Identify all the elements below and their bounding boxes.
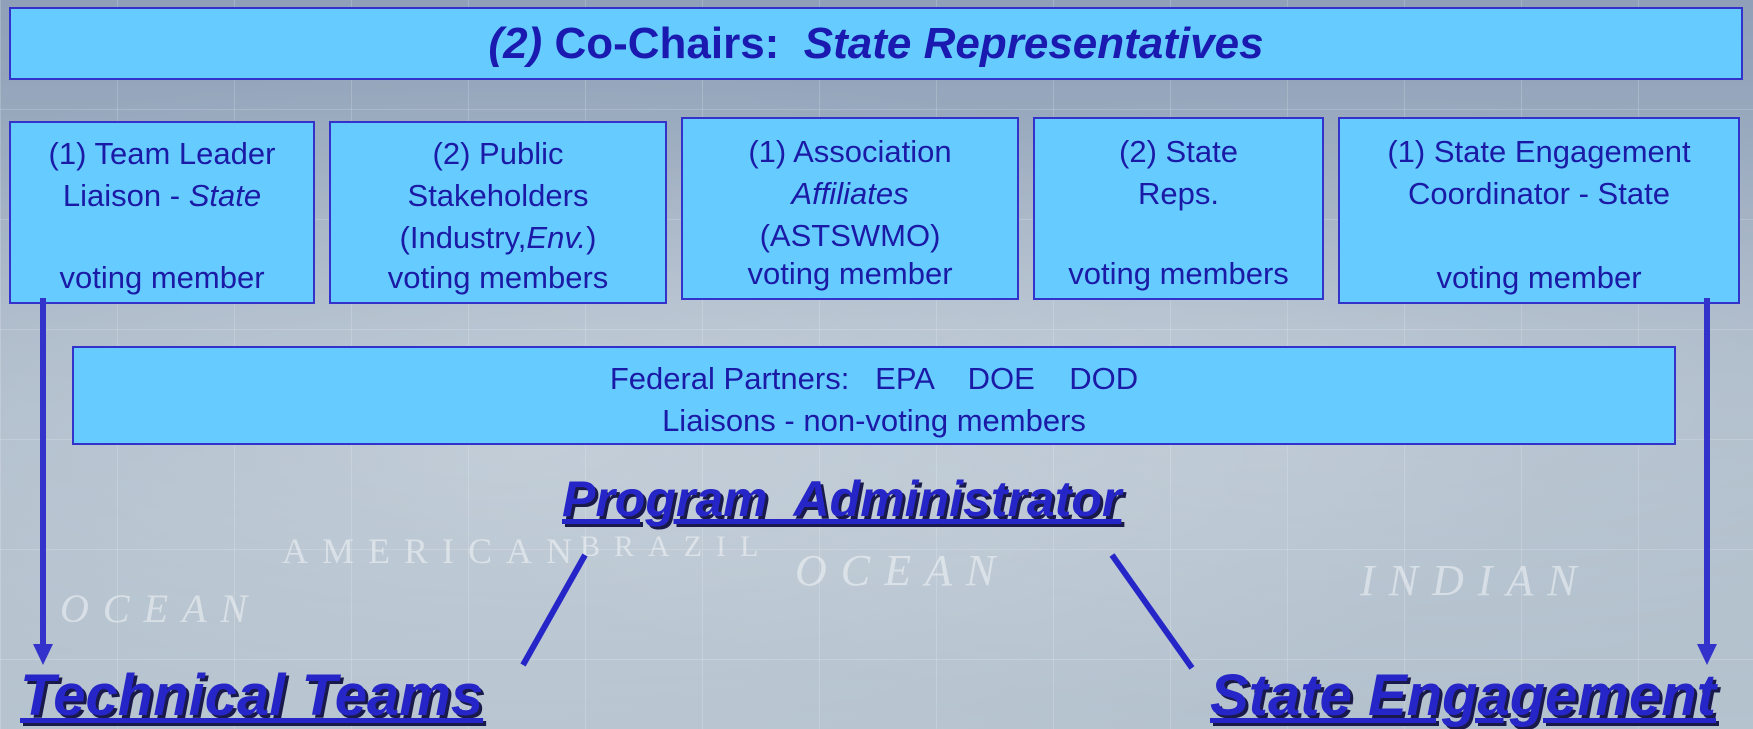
arrowhead-state-engagement bbox=[1697, 644, 1717, 665]
program-administrator-label: Program Administrator bbox=[562, 471, 1122, 527]
map-word-american: AMERICAN bbox=[282, 531, 587, 571]
member-title: (1) Association bbox=[748, 134, 952, 169]
member-title: (2) State bbox=[1119, 134, 1238, 169]
arrowhead-technical-teams bbox=[33, 644, 53, 665]
map-word-indian: INDIAN bbox=[1360, 556, 1591, 605]
member-subtitle-italic: State bbox=[188, 178, 262, 213]
member-status: voting member bbox=[747, 256, 953, 291]
technical-teams-label: Technical Teams bbox=[20, 663, 484, 728]
member-detail-italic: Env. bbox=[526, 220, 587, 255]
co-chairs-label: Co-Chairs: bbox=[554, 18, 780, 68]
map-word-ocean-center: OCEAN bbox=[795, 546, 1010, 595]
line-admin-to-state-engagement bbox=[1109, 553, 1195, 670]
co-chairs-role: State Representatives bbox=[803, 18, 1264, 68]
member-subtitle: Liaison - bbox=[62, 178, 189, 213]
state-engagement-label: State Engagement bbox=[1210, 663, 1716, 728]
member-box-association-affiliates: (1) Association Affiliates (ASTSWMO) vot… bbox=[681, 117, 1019, 300]
member-title: (1) State Engagement bbox=[1387, 134, 1691, 169]
co-chairs-count: (2) bbox=[488, 18, 543, 68]
member-title: (2) Public bbox=[432, 136, 564, 171]
member-box-state-reps: (2) State Reps. voting members bbox=[1033, 117, 1324, 300]
member-subtitle-italic: Affiliates bbox=[791, 176, 909, 211]
federal-partners-box: Federal Partners: EPA DOE DOD Liaisons -… bbox=[72, 346, 1676, 445]
member-title: (1) Team Leader bbox=[48, 136, 276, 171]
federal-liaisons-line: Liaisons - non-voting members bbox=[662, 403, 1086, 438]
member-detail: (Industry, bbox=[399, 220, 527, 255]
member-status: voting member bbox=[1436, 260, 1642, 295]
map-word-ocean-left: OCEAN bbox=[60, 586, 262, 631]
line-admin-to-technical-teams bbox=[520, 553, 588, 667]
member-subtitle: Stakeholders bbox=[407, 178, 589, 213]
member-box-state-engagement-coordinator: (1) State Engagement Coordinator - State… bbox=[1338, 117, 1740, 304]
co-chairs-title: (2) Co-Chairs: State Representatives bbox=[9, 7, 1743, 80]
member-subtitle: Reps. bbox=[1138, 176, 1219, 211]
member-status: voting member bbox=[59, 260, 265, 295]
member-status: voting members bbox=[387, 260, 609, 295]
member-detail-end: ) bbox=[586, 220, 597, 255]
member-subtitle: Coordinator - State bbox=[1408, 176, 1670, 211]
member-status: voting members bbox=[1068, 256, 1289, 291]
member-box-public-stakeholders: (2) Public Stakeholders (Industry,Env.) … bbox=[329, 121, 667, 304]
federal-partners-line: Federal Partners: EPA DOE DOD bbox=[609, 361, 1139, 396]
member-detail: (ASTSWMO) bbox=[759, 218, 941, 253]
map-word-brazil: BRAZIL bbox=[580, 530, 773, 563]
member-box-team-leader: (1) Team Leader Liaison - State voting m… bbox=[9, 121, 315, 304]
